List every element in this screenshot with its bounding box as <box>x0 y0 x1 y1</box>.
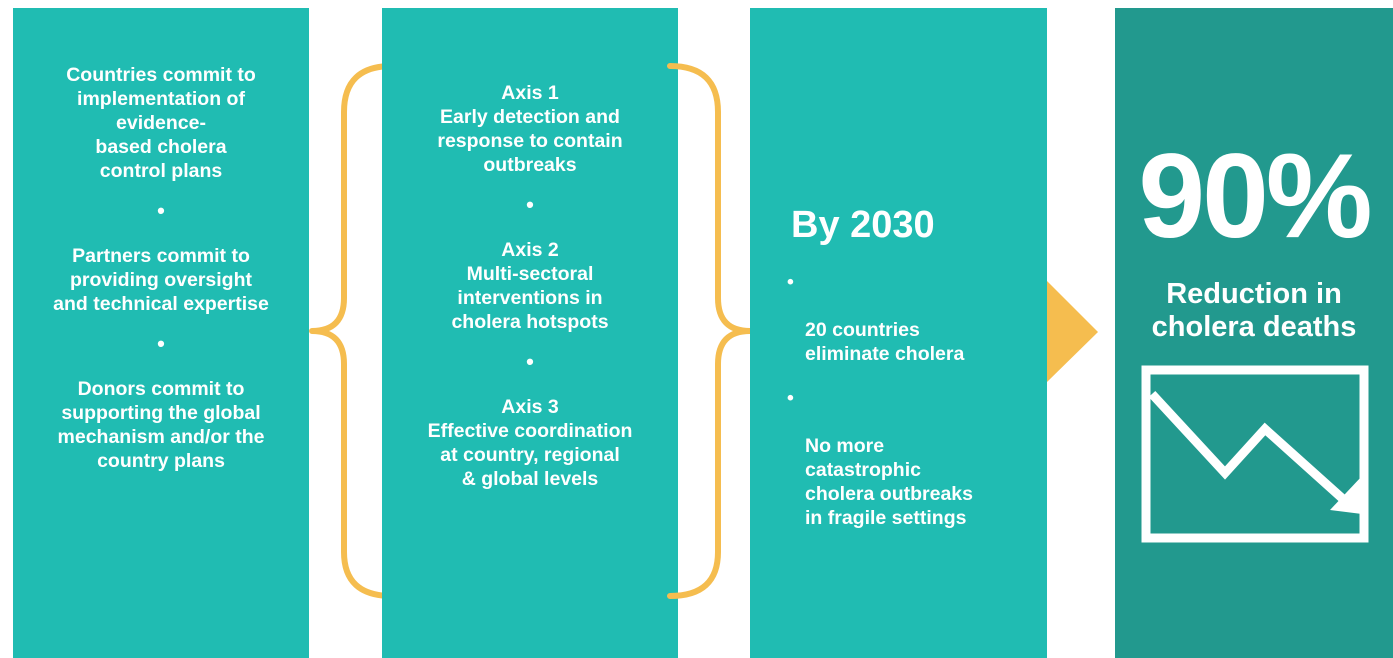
commitment-partners: Partners commit to providing oversight a… <box>53 245 269 315</box>
left-brace-icon <box>309 63 395 599</box>
axes-list: Axis 1 Early detection and response to c… <box>382 81 678 491</box>
goals-list: • 20 countries eliminate cholera • No mo… <box>787 270 1017 550</box>
axis-2-title: Axis 2 <box>501 239 559 261</box>
impact-caption: Reduction in cholera deaths <box>1151 278 1357 343</box>
goals-panel: By 2030 • 20 countries eliminate cholera… <box>750 8 1047 658</box>
axis-1-title: Axis 1 <box>501 82 559 104</box>
commitments-list: Countries commit to implementation of ev… <box>13 63 309 473</box>
goals-headline: By 2030 <box>791 204 935 246</box>
goal-text: 20 countries eliminate cholera <box>805 319 965 365</box>
goal-text: No more catastrophic cholera outbreaks i… <box>805 435 973 529</box>
bullet-separator: • <box>526 192 534 217</box>
bullet-separator: • <box>526 349 534 374</box>
right-brace-icon <box>667 63 753 599</box>
commitment-donors: Donors commit to supporting the global m… <box>57 378 265 472</box>
impact-percent: 90% <box>1138 129 1372 263</box>
goal-item: • 20 countries eliminate cholera <box>787 270 1017 366</box>
axis-1-text: Early detection and response to contain … <box>437 106 623 176</box>
commitments-panel: Countries commit to implementation of ev… <box>13 8 309 658</box>
bullet-icon: • <box>787 271 794 293</box>
commitment-countries: Countries commit to implementation of ev… <box>66 64 256 182</box>
axis-3-text: Effective coordination at country, regio… <box>427 420 633 490</box>
right-arrow-icon <box>1047 281 1098 382</box>
impact-panel: 90% Reduction in cholera deaths <box>1115 8 1393 658</box>
bullet-separator: • <box>157 331 165 356</box>
bullet-icon: • <box>787 387 794 409</box>
axis-3-title: Axis 3 <box>501 396 559 418</box>
axes-panel: Axis 1 Early detection and response to c… <box>382 8 678 658</box>
goal-item: • No more catastrophic cholera outbreaks… <box>787 386 1017 530</box>
bullet-separator: • <box>157 198 165 223</box>
downward-trend-envelope-icon <box>1141 365 1369 543</box>
axis-2-text: Multi-sectoral interventions in cholera … <box>451 263 609 333</box>
